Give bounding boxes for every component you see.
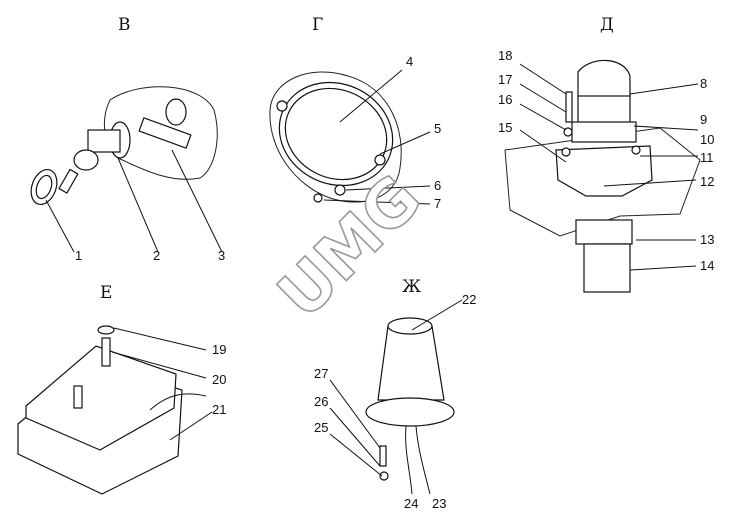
screw-5 xyxy=(374,154,386,166)
part-label-11: 11 xyxy=(700,150,714,165)
body-upper xyxy=(577,95,631,127)
bolt-20 xyxy=(101,337,111,367)
part-label-1: 1 xyxy=(75,248,82,263)
leader-16 xyxy=(519,103,567,131)
leader-21 xyxy=(169,411,213,441)
washer-19 xyxy=(97,325,115,335)
part-label-7: 7 xyxy=(434,196,441,211)
screw-left xyxy=(276,100,288,112)
section-zh-drawing xyxy=(329,299,463,495)
part-label-17: 17 xyxy=(498,72,512,87)
part-label-20: 20 xyxy=(212,372,226,387)
part-label-4: 4 xyxy=(406,54,413,69)
part-label-9: 9 xyxy=(700,112,707,127)
part-label-2: 2 xyxy=(153,248,160,263)
flange-12 xyxy=(555,145,653,197)
switch-head xyxy=(73,149,99,171)
leader-12 xyxy=(603,179,697,187)
screw-18 xyxy=(565,91,573,123)
leader-3 xyxy=(171,149,223,253)
panel-hole-v xyxy=(165,98,187,126)
screw-7 xyxy=(313,193,323,203)
part-label-19: 19 xyxy=(212,342,226,357)
leader-a xyxy=(629,83,699,95)
bracket-3 xyxy=(138,117,192,149)
switch-lever xyxy=(58,168,79,194)
section-title-d: Д xyxy=(600,15,614,35)
section-d-drawing xyxy=(504,59,701,293)
section-e-drawing xyxy=(17,325,213,495)
leader-1 xyxy=(45,199,75,253)
box-top-21 xyxy=(25,345,177,451)
nut-13 xyxy=(575,219,633,245)
cone-top xyxy=(387,317,433,335)
leader-20 xyxy=(111,351,207,379)
screw-11-b xyxy=(631,145,641,155)
leader-25 xyxy=(329,433,383,477)
wire-23 xyxy=(415,425,431,495)
stud-left xyxy=(73,385,83,409)
part-label-13: 13 xyxy=(700,232,714,247)
part-label-18: 18 xyxy=(498,48,512,63)
leader-7 xyxy=(323,199,431,205)
part-label-22: 22 xyxy=(462,292,476,307)
part-label-15: 15 xyxy=(498,120,512,135)
leader-2 xyxy=(117,157,159,253)
leader-5 xyxy=(379,131,431,155)
part-label-14: 14 xyxy=(700,258,714,273)
section-title-g: Г xyxy=(312,15,323,35)
section-title-e: Е xyxy=(100,283,112,303)
leader-10 xyxy=(633,125,699,131)
screw-27 xyxy=(379,445,387,467)
part-label-6: 6 xyxy=(434,178,441,193)
part-label-21: 21 xyxy=(212,402,226,417)
cable-14 xyxy=(583,243,631,293)
part-label-a: 8 xyxy=(700,76,707,91)
part-label-12: 12 xyxy=(700,174,714,189)
part-label-16: 16 xyxy=(498,92,512,107)
part-label-5: 5 xyxy=(434,121,441,136)
part-label-23: 23 xyxy=(432,496,446,511)
part-label-26: 26 xyxy=(314,394,328,409)
leader-26 xyxy=(329,407,381,467)
screw-11-a xyxy=(561,147,571,157)
leader-15 xyxy=(519,129,567,163)
switch-body xyxy=(87,129,121,153)
part-label-24: 24 xyxy=(404,496,418,511)
cap-a xyxy=(577,59,631,99)
part-label-27: 27 xyxy=(314,366,328,381)
nut-9 xyxy=(571,121,637,143)
leader-27 xyxy=(329,379,381,449)
leader-18 xyxy=(519,63,567,95)
leader-19 xyxy=(113,327,207,351)
section-title-zh: Ж xyxy=(402,277,421,297)
cap-1-inner xyxy=(35,174,53,200)
part-label-3: 3 xyxy=(218,248,225,263)
leader-17 xyxy=(519,83,567,113)
wire-24 xyxy=(405,425,413,495)
part-label-25: 25 xyxy=(314,420,328,435)
leader-22 xyxy=(411,299,463,331)
leader-4 xyxy=(339,69,403,123)
washer-6 xyxy=(334,184,346,196)
section-g-drawing xyxy=(269,69,431,205)
base-ring xyxy=(365,397,455,427)
part-label-10: 10 xyxy=(700,132,714,147)
leader-14 xyxy=(629,265,697,271)
leader-6 xyxy=(345,185,431,191)
nut-25 xyxy=(379,471,389,481)
cable-e xyxy=(149,393,207,411)
section-title-v: В xyxy=(118,15,131,35)
section-v-drawing xyxy=(30,86,223,253)
